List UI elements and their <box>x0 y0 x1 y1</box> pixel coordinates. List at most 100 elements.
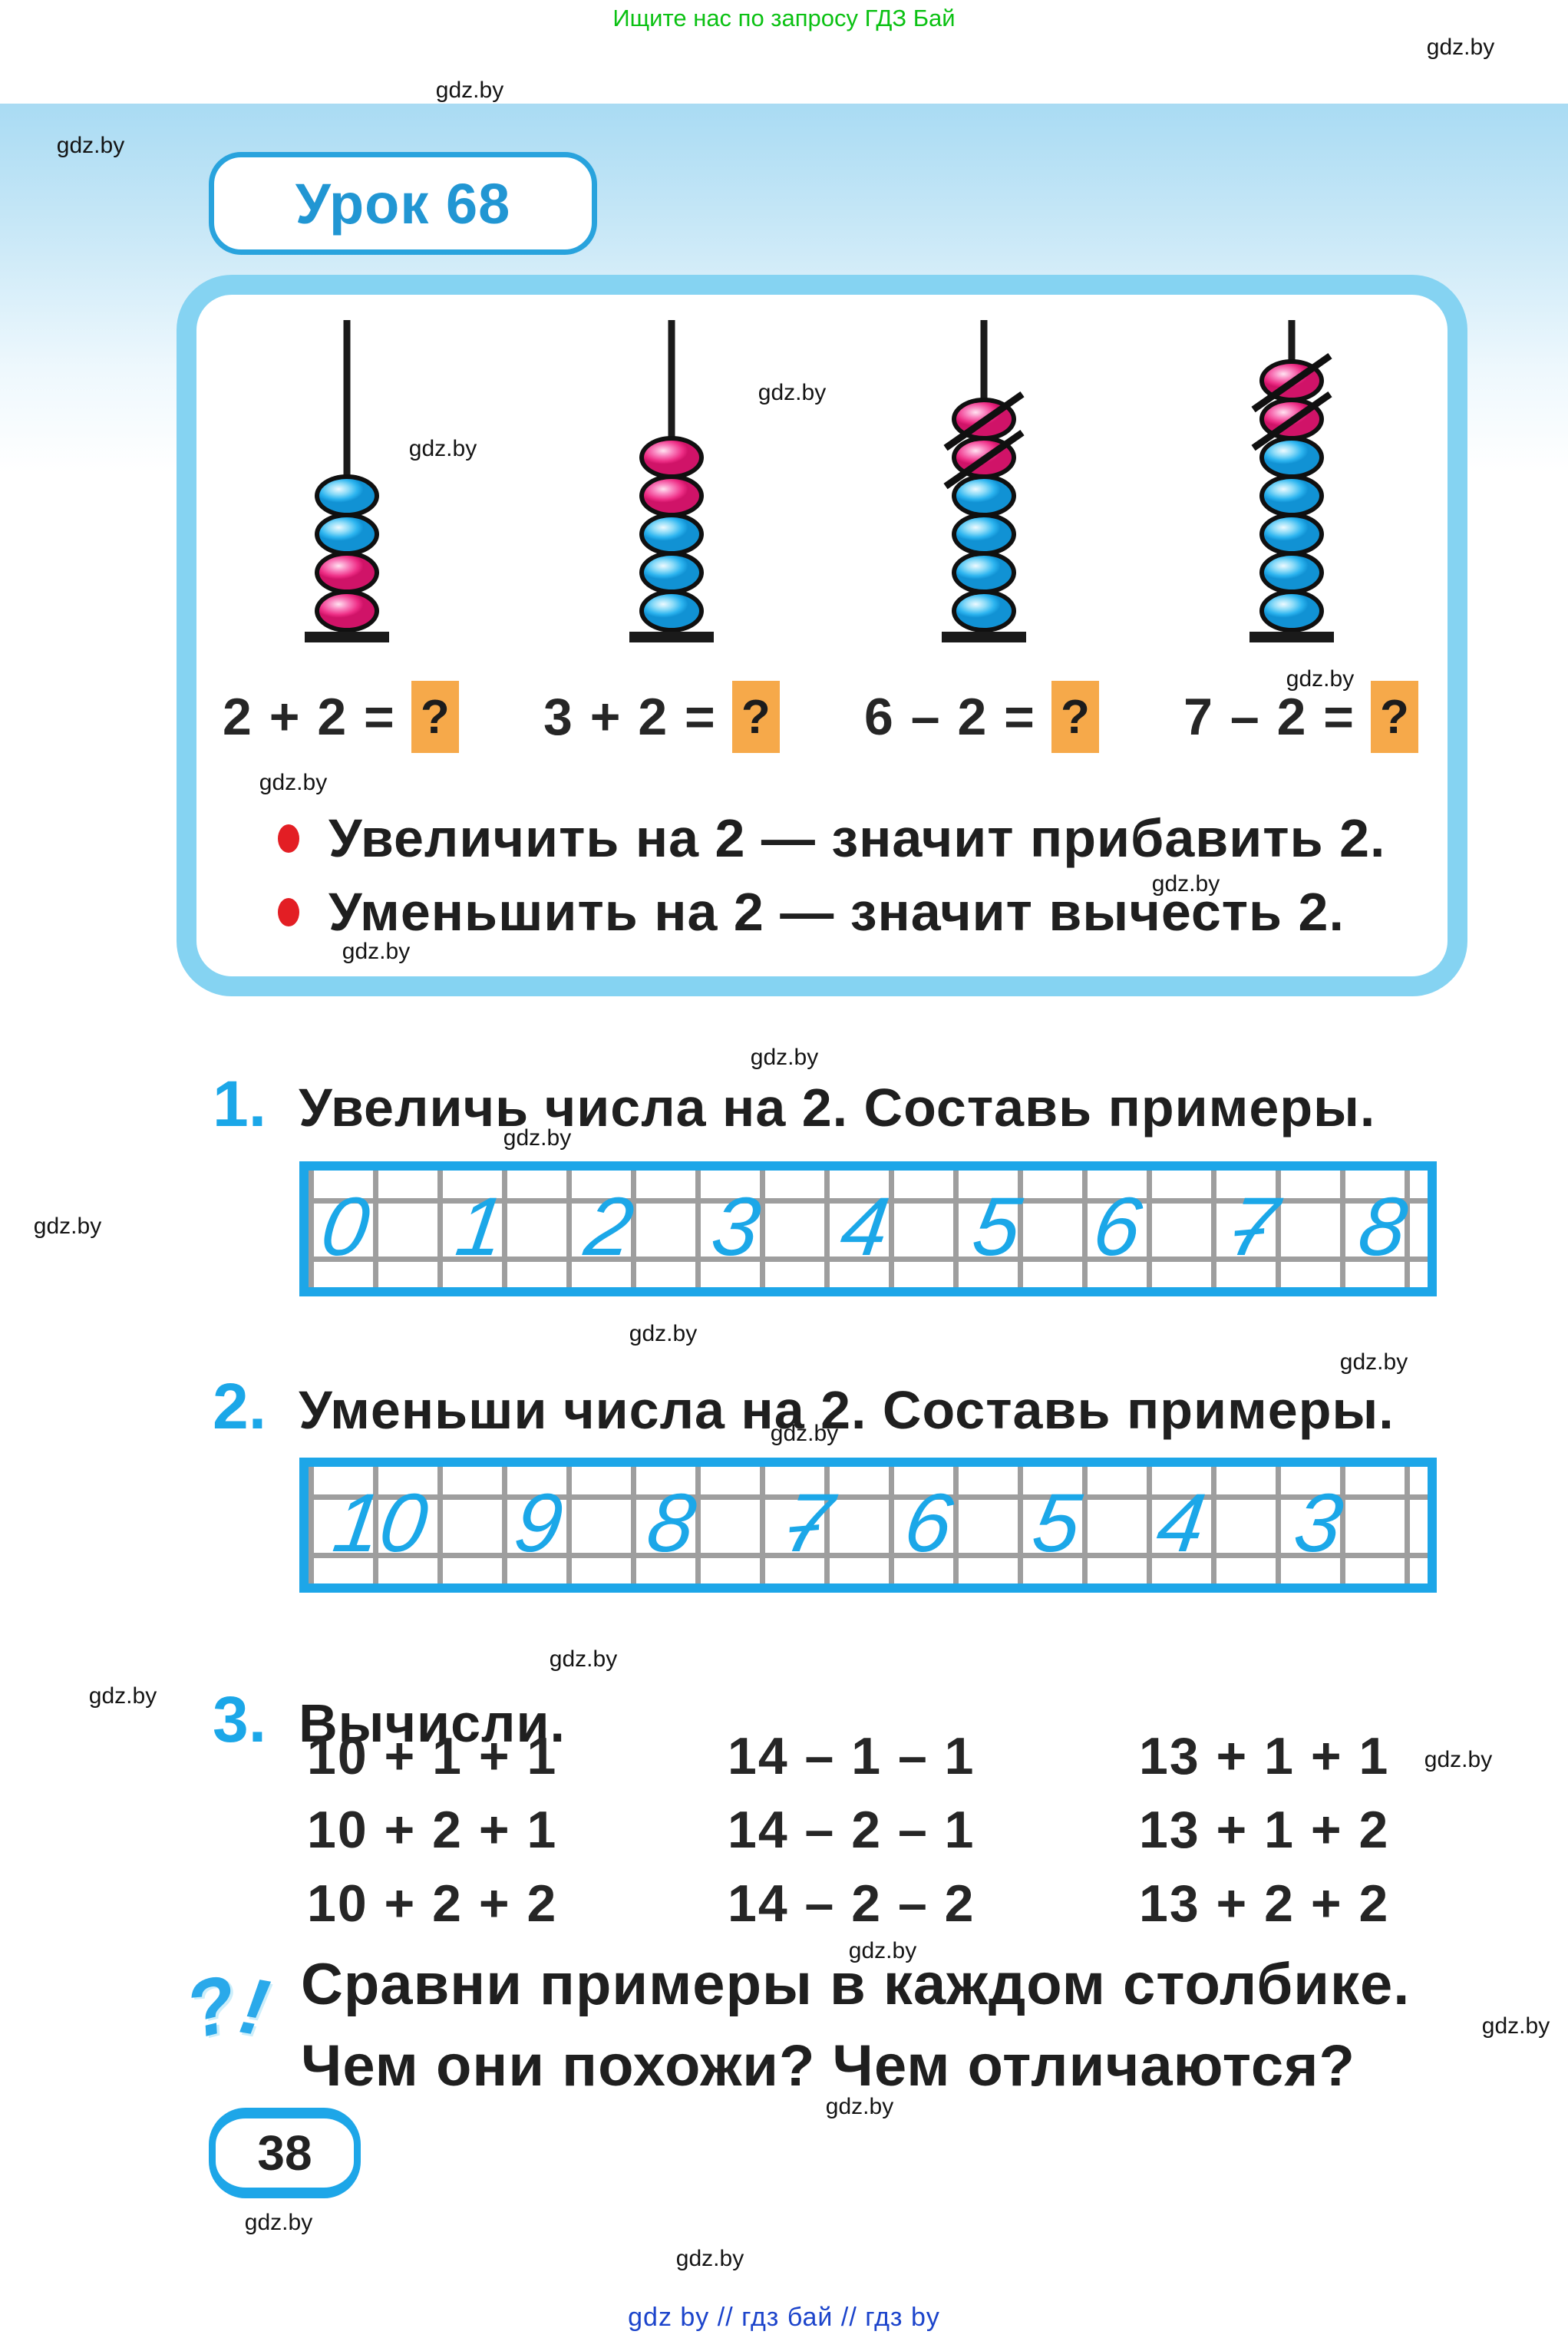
abacus-beads <box>952 398 1016 632</box>
abacus-bead-blue <box>952 589 1016 632</box>
task-text: Вычисли. <box>299 1693 566 1753</box>
abacus-bead-blue <box>1259 474 1324 517</box>
question-mark: ? <box>741 690 771 744</box>
grid-number-10: 10 <box>328 1475 434 1569</box>
watermark: gdz.by <box>549 1646 618 1672</box>
bullet-icon <box>278 824 299 853</box>
expression: 13 + 1 + 1 <box>1139 1727 1390 1785</box>
abacus-base <box>1249 632 1334 642</box>
equations-row: 2 + 2 = ? 3 + 2 = ? 6 – 2 = ? 7 – 2 = ? <box>223 680 1418 754</box>
watermark: gdz.by <box>675 2246 744 2271</box>
watermark: gdz.by <box>758 380 827 405</box>
equation-text: 7 – 2 = <box>1183 688 1355 746</box>
abacus-3-plus-2 <box>626 320 718 642</box>
answer-box: ? <box>411 681 459 753</box>
abacus-bead-blue <box>1259 589 1324 632</box>
exercise-column-1: 10 + 1 + 1 10 + 2 + 1 10 + 2 + 2 <box>307 1719 557 1940</box>
watermark: gdz.by <box>88 1683 157 1709</box>
abacus-bead-blue <box>639 513 704 556</box>
abacus-bead-blue <box>1259 436 1324 479</box>
promo-banner: Ищите нас по запросу ГДЗ Бай <box>612 5 956 31</box>
expression: 10 + 1 + 1 <box>307 1727 558 1785</box>
expression: 13 + 2 + 2 <box>1139 1874 1390 1933</box>
answer-box: ? <box>731 681 780 753</box>
watermark: gdz.by <box>825 2094 894 2119</box>
watermark: gdz.by <box>503 1125 572 1151</box>
watermark: gdz.by <box>1481 2013 1550 2039</box>
watermark: gdz.by <box>435 78 504 103</box>
answer-box: ? <box>1051 681 1099 753</box>
question-line-1: Сравни примеры в каждом столбике. <box>301 1952 1411 2017</box>
exercise-column-2: 14 – 1 – 1 14 – 2 – 1 14 – 2 – 2 <box>728 1719 975 1940</box>
expression: 14 – 2 – 2 <box>728 1874 975 1933</box>
expression: 10 + 2 + 2 <box>307 1874 558 1933</box>
watermark: gdz.by <box>1151 871 1220 897</box>
task-3-header: 3. Вычисли. <box>213 1683 566 1757</box>
abacus-2-plus-2 <box>301 320 393 642</box>
watermark: gdz.by <box>1424 1747 1493 1772</box>
equation-text: 2 + 2 = <box>223 688 396 746</box>
abacus-bead-blue <box>315 474 379 517</box>
page-number: 38 <box>257 2125 312 2181</box>
abacus-bead-blue <box>315 513 379 556</box>
expression: 10 + 2 + 1 <box>307 1801 558 1859</box>
question-mark: ? <box>420 690 450 744</box>
watermark: gdz.by <box>33 1214 102 1239</box>
abacus-bead-pink <box>315 551 379 594</box>
equation-text: 6 – 2 = <box>864 688 1036 746</box>
question-exclamation-icon: ?! <box>177 1958 276 2056</box>
grid-line <box>309 1494 1428 1500</box>
equation-7-minus-2: 7 – 2 = ? <box>1183 681 1418 753</box>
rule-text: Увеличить на 2 — значит прибавить 2. <box>328 808 1386 868</box>
expression: 13 + 1 + 2 <box>1139 1801 1390 1859</box>
rule-text: Уменьшить на 2 — значит вычесть 2. <box>328 882 1345 942</box>
equation-text: 3 + 2 = <box>543 688 717 746</box>
equation-2-plus-2: 2 + 2 = ? <box>223 681 459 753</box>
abacus-bead-pink <box>315 589 379 632</box>
grid-cells <box>309 1467 1428 1583</box>
watermark: gdz.by <box>848 1938 917 1963</box>
expression: 14 – 1 – 1 <box>728 1727 975 1785</box>
abacus-base <box>629 632 714 642</box>
watermark: gdz.by <box>1339 1349 1408 1375</box>
lesson-title: Урок 68 <box>295 171 511 236</box>
watermark: gdz.by <box>244 2210 313 2235</box>
task-number: 2. <box>213 1370 267 1442</box>
abacus-beads <box>639 436 704 632</box>
grid-line <box>309 1553 1428 1558</box>
watermark: gdz.by <box>259 770 328 795</box>
grid-line <box>309 1198 1428 1204</box>
task-1-header: 1. Увеличь числа на 2. Составь примеры. <box>213 1067 1375 1141</box>
abacus-base <box>942 632 1026 642</box>
rule-decrease: Уменьшить на 2 — значит вычесть 2. <box>278 880 1345 944</box>
abacus-beads <box>1259 359 1324 632</box>
page-number-badge: 38 <box>209 2108 361 2198</box>
abacus-bead-pink-crossed <box>1259 359 1324 402</box>
abacus-bead-blue <box>639 551 704 594</box>
abacus-base <box>305 632 389 642</box>
task-number: 3. <box>213 1683 267 1755</box>
task-number: 1. <box>213 1068 267 1140</box>
abacus-beads <box>315 474 379 632</box>
abacus-bead-blue <box>952 551 1016 594</box>
task-2-header: 2. Уменьши числа на 2. Составь примеры. <box>213 1369 1395 1444</box>
equation-3-plus-2: 3 + 2 = ? <box>543 681 780 753</box>
answer-box: ? <box>1370 681 1418 753</box>
watermark: gdz.by <box>342 939 411 964</box>
question-mark: ? <box>1060 690 1090 744</box>
expression: 14 – 2 – 1 <box>728 1801 975 1859</box>
footer-links[interactable]: gdz by // гдз бай // гдз by <box>628 2303 940 2332</box>
watermark: gdz.by <box>56 133 125 158</box>
abacus-bead-pink-crossed <box>1259 398 1324 441</box>
abacus-bead-blue <box>639 589 704 632</box>
bullet-icon <box>278 897 299 926</box>
lesson-badge: Урок 68 <box>209 152 597 255</box>
abacus-6-minus-2 <box>938 320 1030 642</box>
watermark: gdz.by <box>1426 35 1495 60</box>
task-text: Уменьши числа на 2. Составь примеры. <box>299 1380 1395 1440</box>
abacus-bead-pink <box>639 436 704 479</box>
rule-increase: Увеличить на 2 — значит прибавить 2. <box>278 806 1385 870</box>
